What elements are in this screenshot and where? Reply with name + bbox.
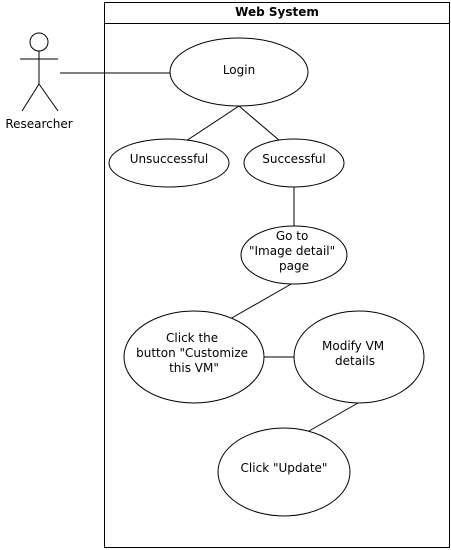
actor-left-leg [21, 83, 40, 112]
use-case-label: Login [223, 63, 255, 77]
use-case-modify-vm-details: Modify VM details [293, 310, 425, 404]
use-case-label: Successful [262, 152, 325, 166]
use-case-successful: Successful [243, 138, 345, 188]
system-title: Web System [235, 5, 319, 19]
use-case-click-customize: Click the button "Customize this VM" [123, 310, 265, 404]
use-case-login: Login [169, 37, 309, 107]
use-case-go-to-image-detail: Go to "Image detail" page [240, 225, 348, 285]
actor-researcher: Researcher [5, 32, 73, 131]
use-case-unsuccessful: Unsuccessful [108, 138, 230, 188]
link-login-unsuccessful [185, 105, 240, 142]
link-goto-customize [229, 282, 294, 320]
use-case-label: Click "Update" [241, 461, 328, 475]
use-case-label: Click the button "Customize this VM" [136, 331, 252, 375]
actor-head [29, 32, 49, 52]
link-modify-update [308, 402, 359, 432]
use-case-label: Go to "Image detail" page [249, 229, 339, 273]
use-case-label: Unsuccessful [130, 152, 209, 166]
use-case-label: Modify VM details [322, 339, 388, 368]
use-case-click-update: Click "Update" [217, 427, 351, 517]
connectors [60, 72, 359, 432]
link-login-successful [238, 105, 281, 142]
actor-label: Researcher [5, 117, 72, 131]
actor-right-leg [38, 83, 59, 112]
system-boundary: Web System [104, 2, 450, 548]
